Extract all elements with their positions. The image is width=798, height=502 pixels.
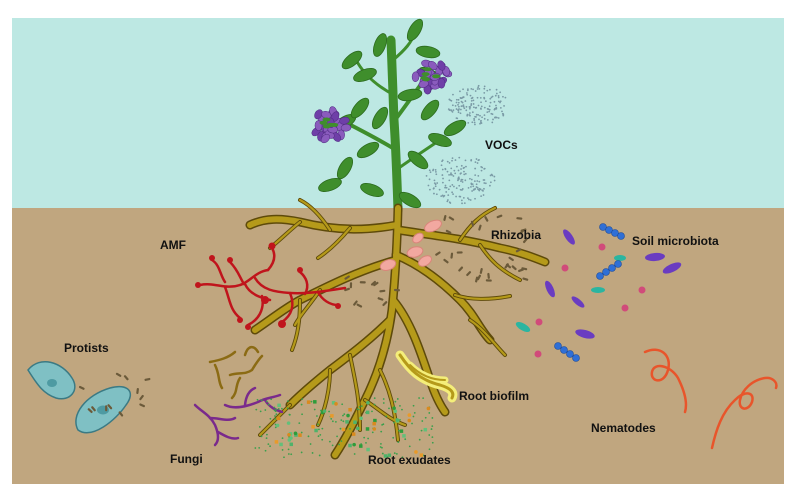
fungi-hyphae [193,345,284,447]
label-root-biofilm: Root biofilm [459,389,529,403]
root-biofilm [395,350,458,403]
flower-icon [311,106,352,144]
rhizobia-nodule [379,219,442,271]
protist-particles [78,372,151,417]
label-rhizobia: Rhizobia [491,228,541,242]
exudate-dots [254,397,434,459]
label-root-exudates: Root exudates [368,453,451,467]
label-vocs: VOCs [485,138,518,152]
voc-cloud [425,84,507,205]
label-amf: AMF [160,238,186,252]
label-protists: Protists [64,341,109,355]
nematode-icon [643,348,778,450]
label-soil-microbiota: Soil microbiota [632,234,719,248]
label-fungi: Fungi [170,452,203,466]
bacteria [515,223,682,362]
amf-hyphae [198,246,347,327]
label-nematodes: Nematodes [591,421,656,435]
flower-icon [411,59,453,95]
rhizobia-cells [344,214,529,308]
plant [311,18,467,215]
amf-spores [195,242,341,330]
